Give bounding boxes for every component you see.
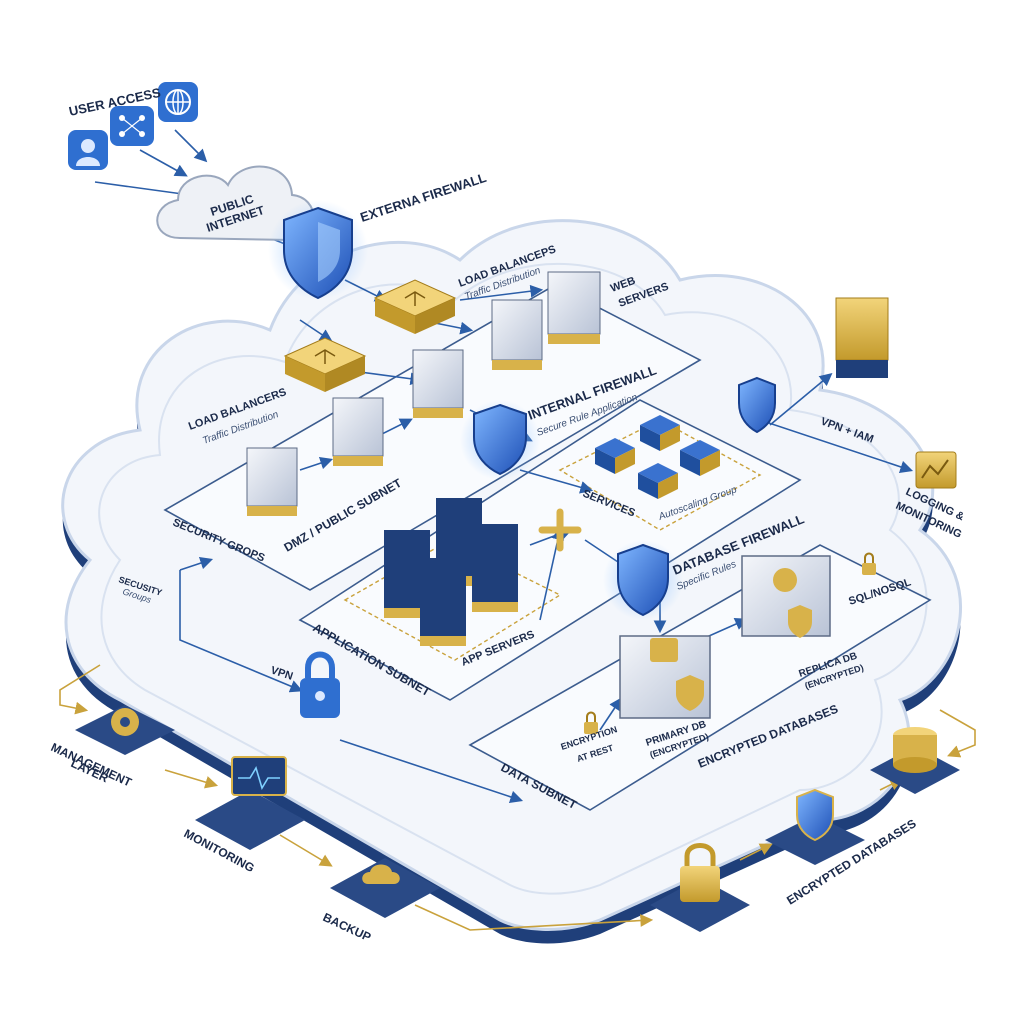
web-server-3	[412, 349, 464, 418]
replica-db-icon	[741, 555, 831, 638]
internal-firewall-shield-icon	[460, 400, 540, 480]
load-balancer-left-icon	[283, 337, 367, 392]
database-cylinder-tile	[870, 727, 960, 794]
lock-icon-sql	[862, 552, 876, 575]
service-cube-2	[640, 415, 680, 451]
lock-icon-encryption	[584, 711, 598, 734]
monitoring-tile	[195, 756, 305, 850]
globe-icon[interactable]	[158, 82, 198, 122]
router-cross-icon	[538, 508, 582, 552]
outer-gold-arrows	[59, 664, 976, 931]
load-balancer-top-icon	[373, 279, 457, 334]
service-cube-3	[680, 440, 720, 476]
autoscaling-group-zone	[558, 419, 762, 531]
web-server-units	[246, 271, 601, 516]
management-layer-tile	[75, 705, 175, 755]
encrypted-shield-tile	[765, 788, 865, 865]
backup-label: BACKUP	[321, 910, 373, 944]
storage-gold-icon	[835, 297, 889, 378]
web-server-1	[547, 271, 601, 344]
web-server-5	[246, 447, 298, 516]
logging-icon	[915, 451, 957, 489]
network-icon[interactable]	[110, 106, 154, 146]
vpn-iam-shield-icon	[738, 376, 776, 434]
app-server-3	[472, 524, 518, 612]
service-cube-1	[595, 438, 635, 474]
external-firewall-label: EXTERNA FIREWALL	[358, 170, 488, 225]
backup-tile	[330, 858, 440, 918]
vpn-lock-icon	[300, 651, 340, 718]
user-icon[interactable]	[68, 130, 108, 170]
primary-db-icon	[619, 635, 711, 719]
service-cubes	[595, 415, 720, 499]
web-server-2	[491, 299, 543, 370]
encrypted-lock-tile	[650, 843, 750, 932]
service-cube-4	[638, 463, 678, 499]
web-server-4	[332, 397, 384, 466]
app-server-racks	[384, 498, 518, 646]
database-firewall-shield-icon	[603, 540, 683, 620]
app-server-4	[420, 558, 466, 646]
external-firewall-shield-icon	[268, 200, 368, 300]
